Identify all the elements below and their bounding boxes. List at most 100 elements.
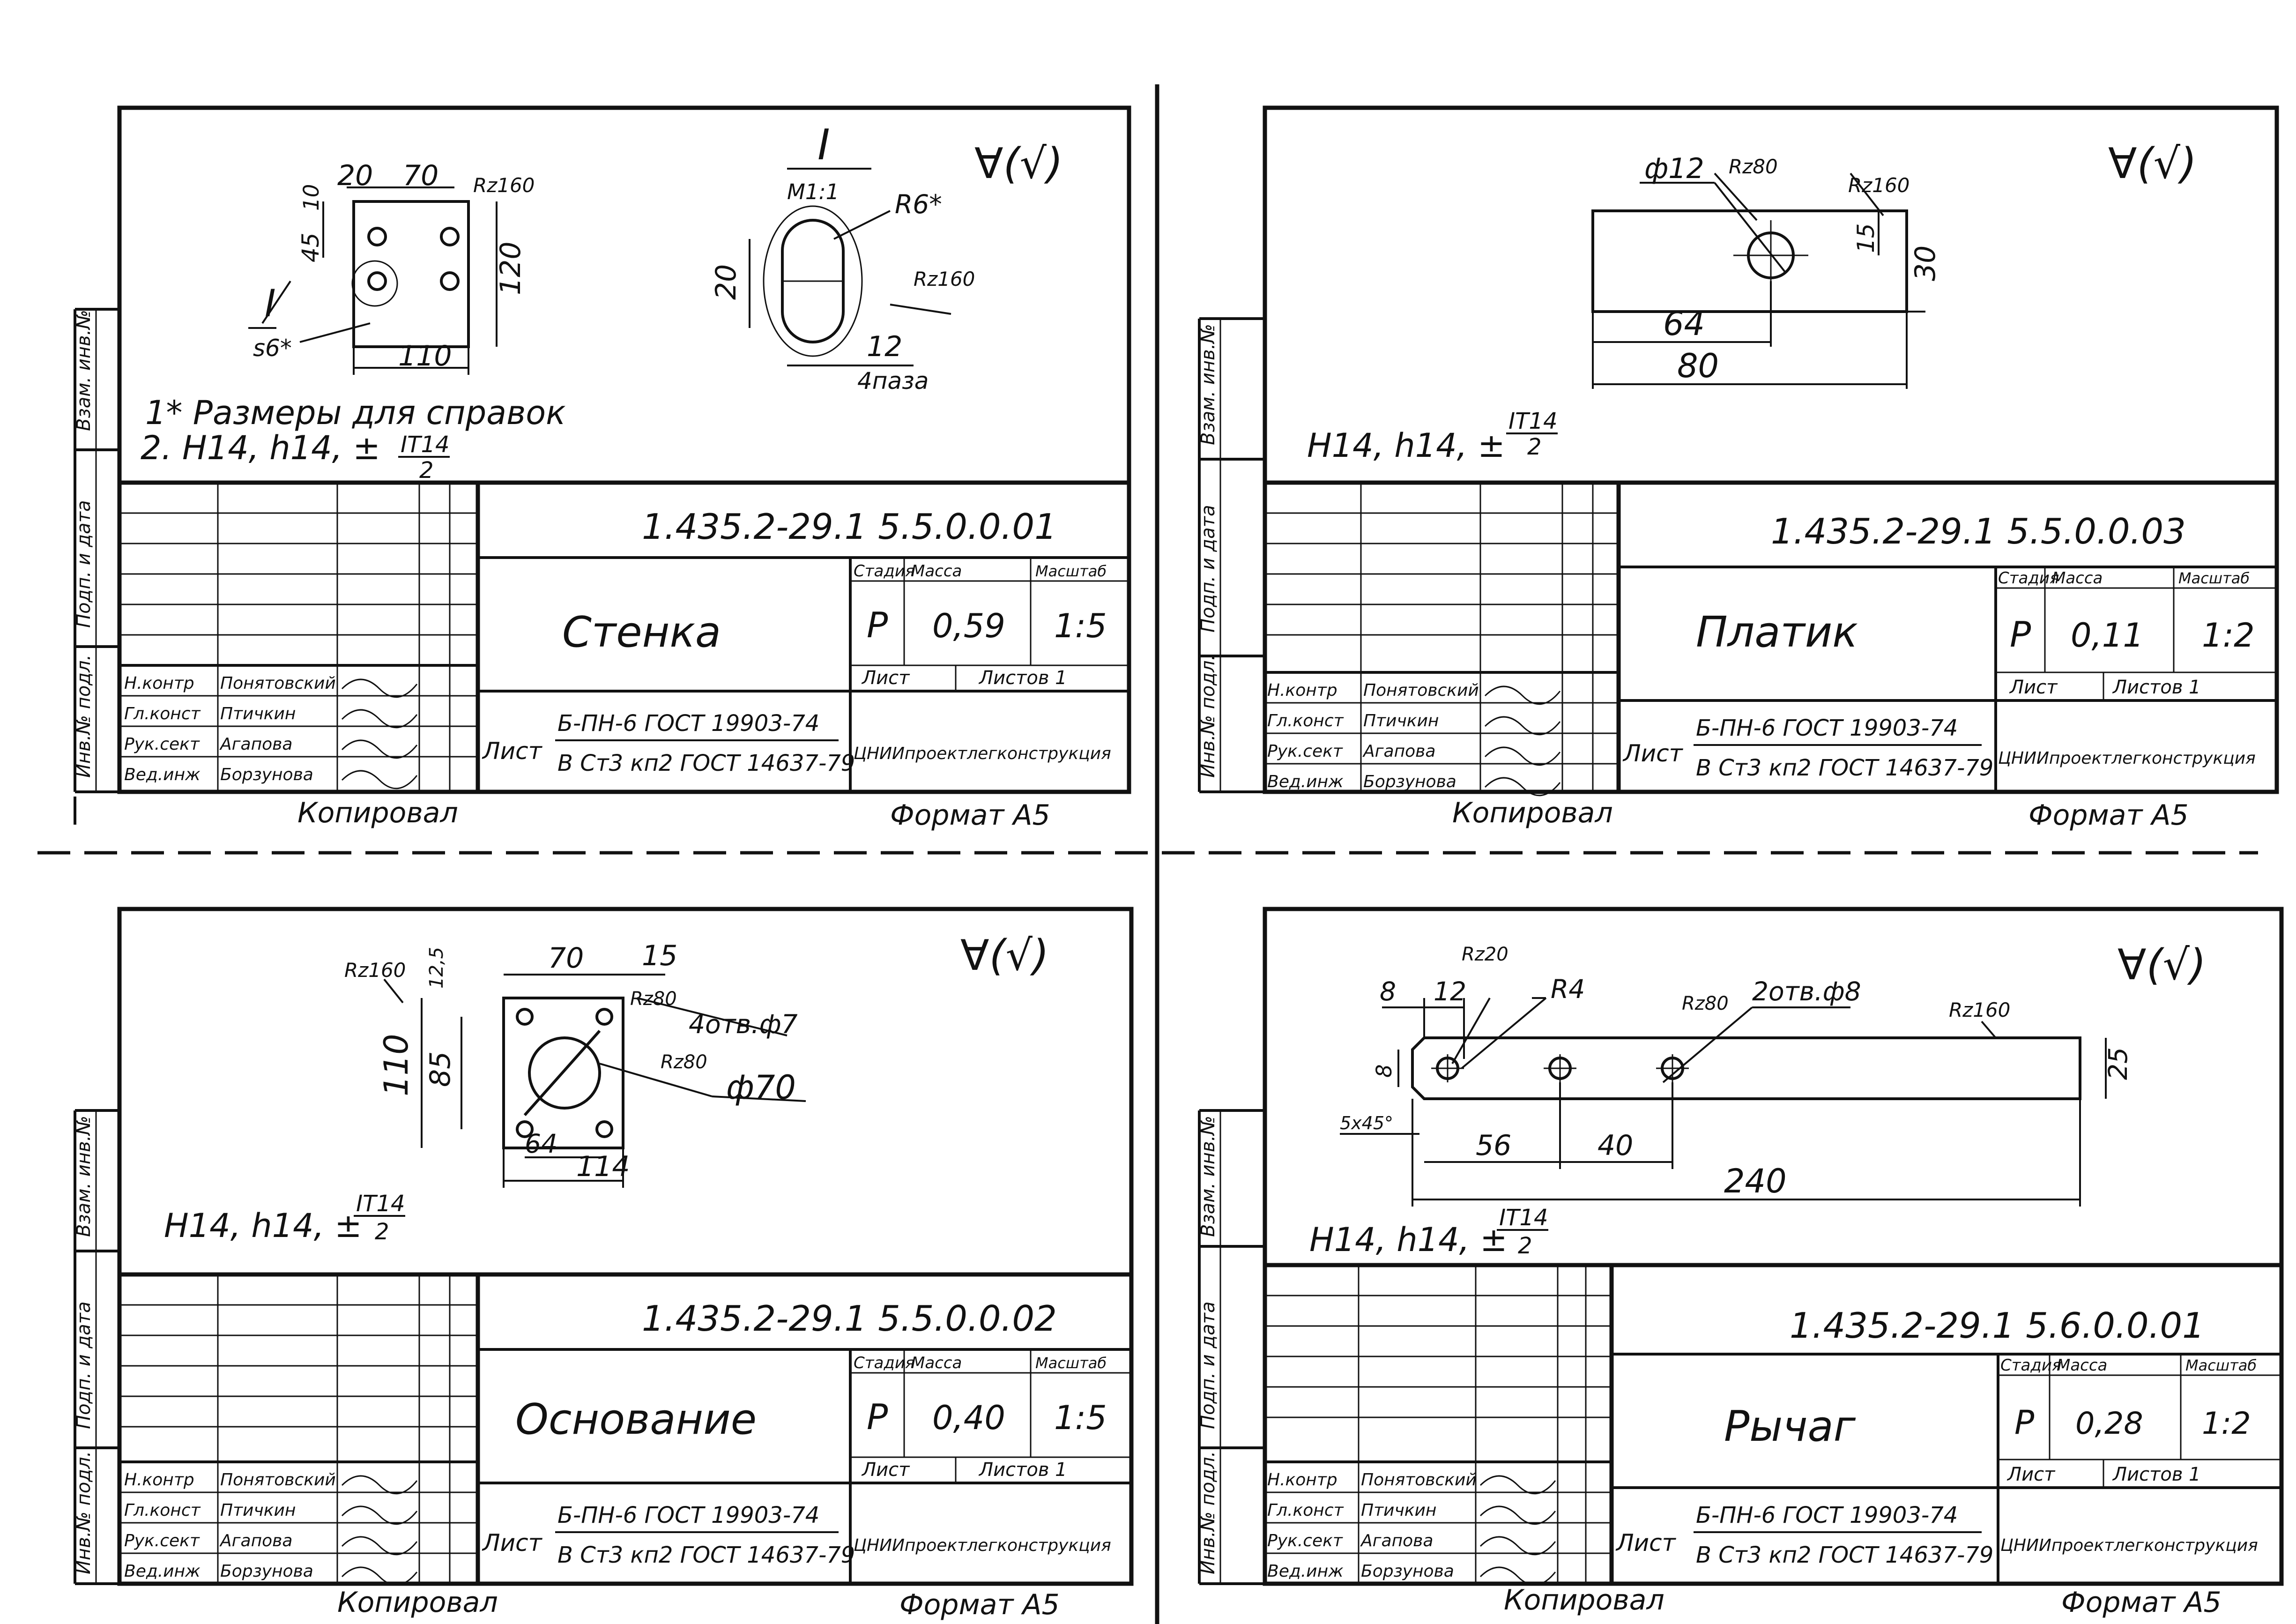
part-name: Стенка (562, 608, 721, 657)
mass-label: Масса (911, 1354, 962, 1372)
roughness-rz20: Rz20 (1462, 944, 1508, 965)
signatures (341, 1475, 418, 1586)
dim-10: 10 (299, 184, 324, 211)
organization: ЦНИИпроектлегконструкция (854, 744, 1111, 763)
dim-8: 8 (1380, 976, 1396, 1006)
dim-12-5: 12,5 (426, 947, 447, 989)
side-strip: Инв.№ подл. Подп. и дата Взам. инв.№ (1197, 317, 1265, 793)
radius-r4: R4 (1551, 974, 1585, 1004)
roughness-general: ∀(√) (960, 931, 1049, 980)
roughness-general: ∀(√) (2118, 940, 2206, 990)
title-block: Н.контр Гл.конст Рук.сект Вед.инж Понято… (1265, 1263, 2281, 1586)
person-1: Понятовский (220, 1470, 336, 1490)
designation: 1.435.2-29.1 5.5.0.0.01 (642, 506, 1057, 547)
title-block: Н.контр Гл.конст Рук.сект Вед.инж Понято… (119, 1272, 1131, 1586)
section-dim-12: 12 (867, 330, 902, 363)
sheet-frame (117, 907, 1134, 1586)
section-dim-20: 20 (710, 264, 743, 300)
scale-value: 1:2 (2202, 1406, 2251, 1441)
role-4: Вед.инж (1267, 772, 1344, 791)
person-3: Агапова (219, 1531, 292, 1550)
mass-label: Масса (2052, 569, 2103, 588)
designation: 1.435.2-29.1 5.6.0.0.01 (1790, 1305, 2205, 1346)
side-label-sign: Подп. и дата (73, 500, 95, 628)
person-4: Борзунова (220, 765, 313, 784)
dim-s6: s6* (253, 335, 292, 362)
side-strip: Инв.№ подл. Подп. и дата Взам. инв.№ (1197, 1109, 1265, 1585)
dim-45: 45 (297, 232, 324, 262)
dim-64: 64 (1663, 305, 1705, 343)
slots-note: 4паза (857, 367, 929, 395)
role-3: Рук.сект (124, 735, 200, 754)
format-label: Формат А5 (899, 1588, 1060, 1621)
roughness-rz80: Rz80 (1682, 993, 1729, 1014)
tol-divisor: 2 (1518, 1233, 1532, 1259)
radius-r6: R6* (895, 189, 942, 219)
copied-label: Копировал (337, 1586, 498, 1619)
dim-80: 80 (1677, 347, 1719, 385)
side-label-inv: Инв.№ подл. (73, 1451, 95, 1574)
material-bottom: В Ст3 кп2 ГОСТ 14637-79 (557, 1542, 855, 1568)
side-label-replace: Взам. инв.№ (73, 1116, 95, 1237)
format-label: Формат А5 (890, 799, 1050, 832)
part-view-osnovanie: Rz160 12,5 70 15 Rz80 4отв.ф7 Rz80 ф70 1… (344, 939, 806, 1188)
side-label-inv: Инв.№ подл. (1197, 1451, 1219, 1574)
scale-label: Масштаб (1035, 1354, 1107, 1372)
tolerance-note: Н14, h14, ± IT14 2 (1309, 1205, 1548, 1259)
person-3: Агапова (1362, 742, 1435, 761)
designation: 1.435.2-29.1 5.5.0.0.03 (1771, 511, 2186, 552)
material-top: Б-ПН-6 ГОСТ 19903-74 (1696, 715, 1958, 741)
part-view-stenka: 20 70 10 45 120 110 s6* Rz160 I (248, 159, 535, 375)
dim-40: 40 (1598, 1129, 1633, 1162)
dim-phi12: ф12 (1644, 152, 1704, 185)
note-2-tolerance: IT14 (401, 432, 450, 458)
role-2: Гл.конст (1267, 1501, 1344, 1520)
role-2: Гл.конст (124, 1501, 201, 1520)
material-label: Лист (482, 1529, 543, 1557)
sheet-label: Лист (2009, 677, 2058, 698)
side-strip: Инв.№ подл. Подп. и дата Взам. инв.№ (73, 1109, 119, 1585)
scale-value: 1:5 (1054, 607, 1107, 645)
tol-text: Н14, h14, ± (1309, 1221, 1508, 1259)
dim-12: 12 (1434, 976, 1466, 1006)
person-2: Птичкин (1363, 711, 1439, 730)
side-label-inv: Инв.№ подл. (73, 655, 95, 778)
sheet-frame (1263, 105, 2279, 794)
tol-text: Н14, h14, ± (164, 1207, 362, 1245)
mass-value: 0,40 (932, 1399, 1005, 1437)
tol-divisor: 2 (375, 1219, 389, 1245)
material-label: Лист (482, 738, 543, 765)
notes: 1* Размеры для справок 2. Н14, h14, ± IT… (141, 394, 565, 484)
dim-56: 56 (1476, 1129, 1511, 1162)
stage-value: Р (867, 1396, 888, 1438)
note-1: 1* Размеры для справок (145, 394, 565, 432)
role-1: Н.контр (1267, 681, 1337, 700)
mass-label: Масса (2057, 1356, 2107, 1375)
copied-label: Копировал (1452, 797, 1613, 829)
dim-70: 70 (403, 159, 438, 192)
side-label-replace: Взам. инв.№ (1197, 1116, 1219, 1237)
sheet-label: Лист (2006, 1464, 2056, 1485)
roughness-rz160: Rz160 (1848, 174, 1910, 197)
person-2: Птичкин (220, 704, 296, 723)
person-1: Понятовский (220, 674, 336, 693)
dim-25: 25 (2103, 1047, 2133, 1080)
tolerance-note: Н14, h14, ± IT14 2 (1307, 408, 1558, 465)
sheets-label: Листов 1 (978, 667, 1067, 689)
sheet-label: Лист (861, 1459, 910, 1481)
holes-note: 2отв.ф8 (1752, 976, 1861, 1006)
sheets-label: Листов 1 (2112, 677, 2201, 698)
material-label: Лист (1622, 740, 1684, 767)
stage-label: Стадия (1998, 569, 2059, 588)
roughness-rz160: Rz160 (473, 174, 535, 197)
dim-110: 110 (398, 340, 452, 372)
stage-value: Р (2014, 1403, 2035, 1442)
person-2: Птичкин (220, 1501, 296, 1520)
tol-text: Н14, h14, ± (1307, 426, 1505, 465)
role-1: Н.контр (1267, 1470, 1337, 1490)
person-1: Понятовский (1361, 1470, 1477, 1490)
chamfer-note: 5х45° (1340, 1113, 1393, 1133)
person-3: Агапова (1360, 1531, 1433, 1550)
role-3: Рук.сект (124, 1531, 200, 1550)
